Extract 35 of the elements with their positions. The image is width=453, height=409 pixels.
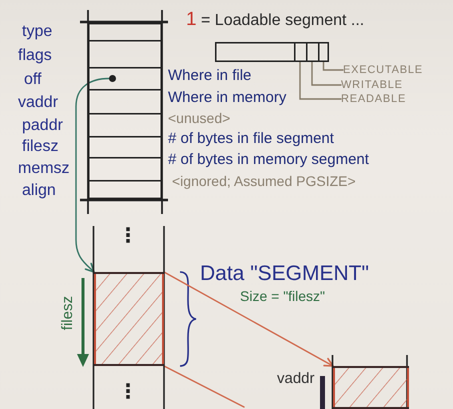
dot xyxy=(109,75,116,82)
leader-line xyxy=(311,61,342,86)
segment-title: Data "SEGMENT" xyxy=(200,262,369,286)
field-name: flags xyxy=(18,47,52,65)
leader-line xyxy=(299,61,342,100)
memory-column xyxy=(331,355,409,409)
address-label: vaddr xyxy=(277,371,315,388)
field-name: off xyxy=(24,71,42,89)
memory-segment xyxy=(333,366,409,409)
field-name: paddr xyxy=(22,117,63,135)
field-name: filesz xyxy=(22,138,58,156)
flag-label: EXECUTABLE xyxy=(343,64,423,76)
field-description: # of bytes in file segment xyxy=(168,131,334,148)
field-description: # of bytes in memory segment xyxy=(168,152,369,168)
flag-label: WRITABLE xyxy=(341,79,403,92)
vertical-ellipsis: ⋮ xyxy=(118,380,138,402)
field-note: <ignored; Assumed PGSIZE> xyxy=(172,174,356,190)
field-description: = Loadable segment ... xyxy=(201,12,364,30)
field-name: memsz xyxy=(18,160,70,178)
field-name: align xyxy=(22,182,56,200)
projection-line xyxy=(163,365,245,408)
segment-size-note: Size = "filesz" xyxy=(240,289,326,304)
field-name: type xyxy=(22,23,52,41)
vertical-ellipsis: ⋮ xyxy=(118,224,138,246)
field-name: vaddr xyxy=(18,94,58,112)
leader-line xyxy=(322,61,344,71)
flags-bar xyxy=(215,42,329,62)
flag-label: READABLE xyxy=(341,93,406,106)
field-description: Where in memory xyxy=(168,90,286,106)
arrow xyxy=(163,271,334,367)
field-description: Where in file xyxy=(168,68,252,84)
dimension-label: filesz xyxy=(60,296,76,330)
type-value: 1 xyxy=(186,10,197,31)
curved-arrow xyxy=(75,78,110,273)
field-note: <unused> xyxy=(168,111,230,126)
